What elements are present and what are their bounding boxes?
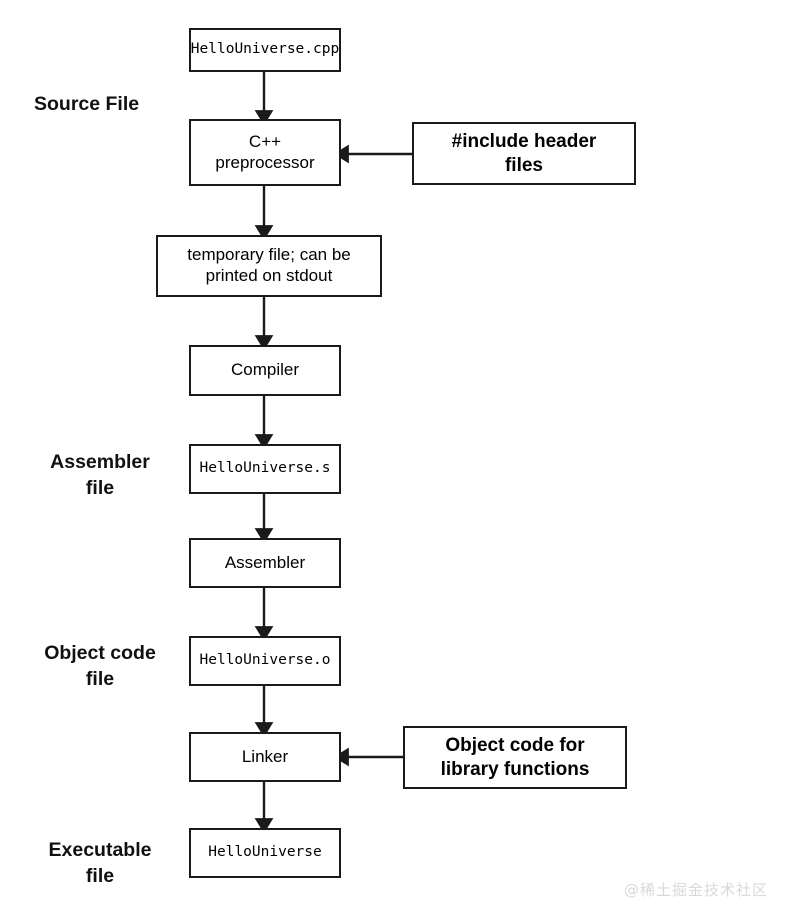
node-hellouniverse-cpp[interactable]: HelloUniverse.cpp [189,28,341,72]
node-linker[interactable]: Linker [189,732,341,782]
node-temporary-file-label: temporary file; can be printed on stdout [187,245,351,285]
node-object-code-for-library-functions[interactable]: Object code for library functions [403,726,627,789]
node-hellouniverse-executable-label: HelloUniverse [208,844,322,861]
stage-label-object-code-file: Object code file [44,642,156,690]
watermark-text: @稀土掘金技术社区 [623,881,768,899]
node-compiler[interactable]: Compiler [189,345,341,396]
node-hellouniverse-cpp-label: HelloUniverse.cpp [190,41,340,58]
node-hellouniverse-s[interactable]: HelloUniverse.s [189,444,341,494]
node-assembler[interactable]: Assembler [189,538,341,588]
node-linker-label: Linker [241,746,289,766]
node-compiler-label: Compiler [230,360,300,380]
node-hellouniverse-o-label: HelloUniverse.o [199,652,331,669]
node-cpp-preprocessor-label: C++ preprocessor [215,131,315,172]
node-hellouniverse-s-label: HelloUniverse.s [199,460,331,477]
node-object-code-for-library-functions-label: Object code for library functions [440,735,590,780]
node-assembler-label: Assembler [224,552,306,572]
node-cpp-preprocessor[interactable]: C++ preprocessor [189,119,341,186]
node-include-header-files[interactable]: #include header files [412,122,636,185]
stage-label-source-file: Source File [34,93,140,115]
stage-label-executable-file: Executable file [48,839,152,887]
stage-label-assembler-file: Assembler file [50,451,150,499]
node-temporary-file[interactable]: temporary file; can be printed on stdout [156,235,382,297]
node-hellouniverse-executable[interactable]: HelloUniverse [189,828,341,878]
node-include-header-files-label: #include header files [451,131,597,176]
node-hellouniverse-o[interactable]: HelloUniverse.o [189,636,341,686]
